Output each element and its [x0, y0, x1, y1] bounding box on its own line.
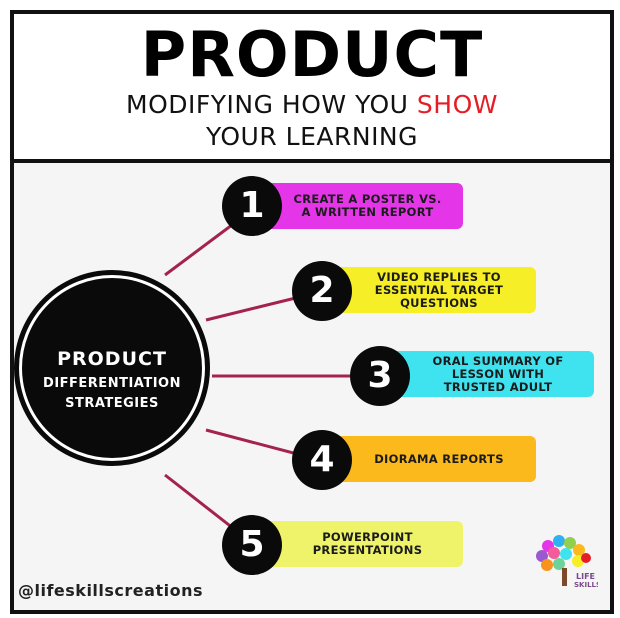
strategy-line: QUESTIONS — [400, 295, 478, 310]
social-handle: @lifeskillscreations — [18, 581, 203, 600]
strategy-box-5: POWERPOINT PRESENTATIONS — [250, 521, 463, 567]
subtitle-accent: SHOW — [416, 90, 498, 119]
strategy-line: PRESENTATIONS — [312, 543, 423, 557]
hub-ring — [19, 275, 205, 461]
strategy-line: LESSON WITH — [451, 366, 545, 381]
strategy-box-4: DIORAMA REPORTS — [320, 436, 536, 482]
strategy-line: DIORAMA REPORTS — [374, 451, 504, 466]
strategy-line: VIDEO REPLIES TO — [377, 269, 501, 284]
life-skills-logo: LIFE SKILLS — [536, 535, 598, 589]
strategy-text-5: POWERPOINT PRESENTATIONS — [291, 531, 423, 557]
strategy-text-2: VIDEO REPLIES TO ESSENTIAL TARGET QUESTI… — [353, 269, 504, 310]
hub-subtitle-line-2: STRATEGIES — [65, 396, 159, 411]
page-title: PRODUCT — [140, 18, 484, 91]
strategy-text-4: DIORAMA REPORTS — [352, 451, 504, 466]
strategy-box-2: VIDEO REPLIES TO ESSENTIAL TARGET QUESTI… — [320, 267, 536, 313]
strategy-box-1: CREATE A POSTER VS. A WRITTEN REPORT — [250, 183, 463, 229]
logo-text-life: LIFE — [576, 572, 595, 581]
logo-text-skills: SKILLS — [574, 581, 598, 589]
number-badge-4: 4 — [292, 430, 352, 490]
number-badge-2: 2 — [292, 261, 352, 321]
number-badge-1: 1 — [222, 176, 282, 236]
subtitle-line-1: MODIFYING HOW YOU SHOW — [14, 90, 610, 120]
strategy-line: A WRITTEN REPORT — [301, 205, 434, 219]
strategy-line: CREATE A POSTER VS. — [293, 192, 442, 206]
strategy-text-1: CREATE A POSTER VS. A WRITTEN REPORT — [271, 193, 441, 219]
hub-title: PRODUCT — [57, 348, 167, 370]
subtitle-line-2: YOUR LEARNING — [205, 122, 419, 151]
subtitle-text: MODIFYING HOW YOU — [126, 90, 417, 119]
hub-subtitle-line-1: DIFFERENTIATION — [43, 376, 181, 391]
hub-circle: PRODUCT DIFFERENTIATION STRATEGIES — [14, 270, 210, 466]
number-badge-3: 3 — [350, 346, 410, 406]
number-badge-5: 5 — [222, 515, 282, 575]
strategy-line: TRUSTED ADULT — [443, 379, 553, 394]
logo-tree-icon — [536, 535, 591, 586]
strategy-text-3: ORAL SUMMARY OF LESSON WITH TRUSTED ADUL… — [411, 353, 564, 394]
strategy-box-3: ORAL SUMMARY OF LESSON WITH TRUSTED ADUL… — [380, 351, 594, 397]
hub-subtitle: DIFFERENTIATION STRATEGIES — [34, 374, 190, 414]
strategy-line: ESSENTIAL TARGET — [374, 282, 504, 297]
strategy-line: ORAL SUMMARY OF — [432, 353, 564, 368]
strategy-line: POWERPOINT — [322, 530, 413, 544]
header: PRODUCT MODIFYING HOW YOU SHOW YOUR LEAR… — [14, 14, 610, 163]
